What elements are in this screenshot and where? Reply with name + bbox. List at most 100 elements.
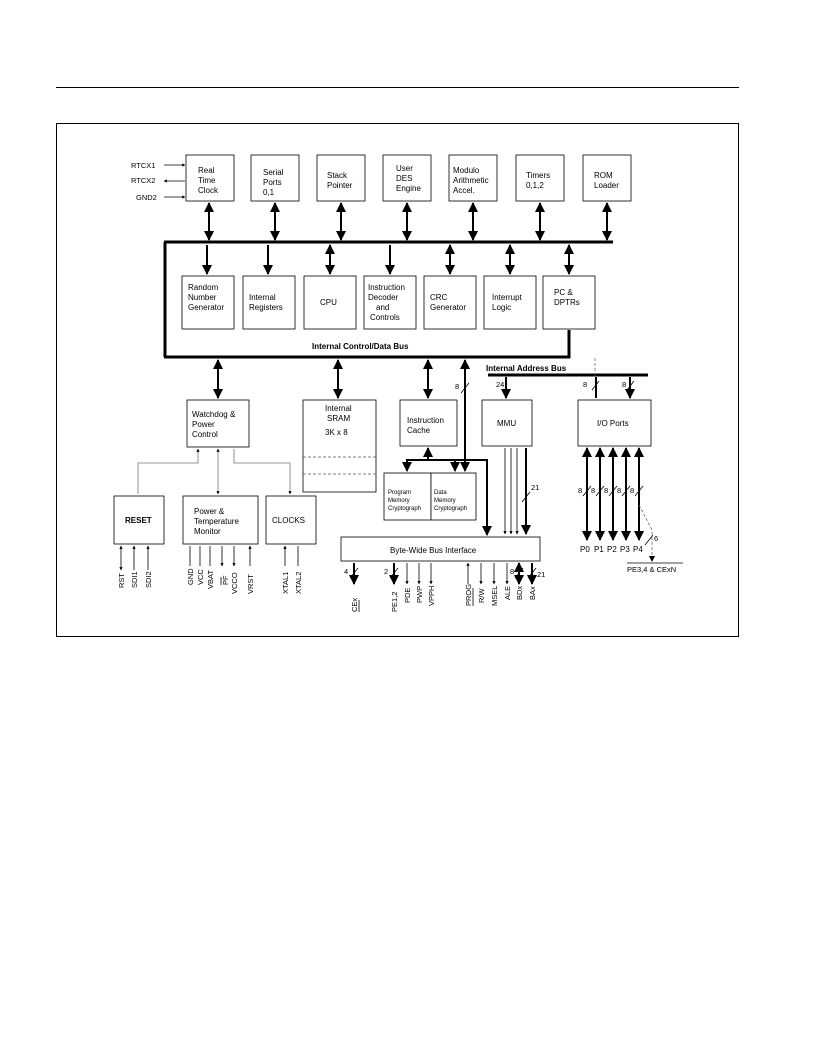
random-number-generator-block: Random Number Generator [181, 275, 235, 330]
svg-text:VBAT: VBAT [206, 570, 215, 589]
svg-text:Internal: Internal [249, 293, 276, 302]
svg-text:Program: Program [388, 490, 411, 496]
svg-text:CRC: CRC [430, 293, 448, 302]
svg-text:Ports: Ports [263, 178, 282, 187]
user-des-engine-block: User DES Engine [382, 154, 432, 202]
stack-pointer-block: Stack Pointer [316, 154, 366, 202]
svg-text:Cache: Cache [407, 426, 431, 435]
svg-text:Instruction: Instruction [407, 416, 444, 425]
svg-text:DES: DES [396, 174, 412, 183]
svg-text:Data: Data [434, 490, 447, 496]
svg-text:6: 6 [654, 534, 658, 543]
io-port-outputs [582, 447, 655, 562]
header-rule [56, 87, 739, 88]
svg-text:PC &: PC & [554, 288, 573, 297]
port-label-p3: P3 [620, 545, 630, 554]
svg-text:Arithmetic: Arithmetic [453, 176, 489, 185]
svg-text:Temperature: Temperature [194, 517, 239, 526]
svg-text:User: User [396, 164, 413, 173]
svg-text:SRAM: SRAM [327, 414, 350, 423]
svg-text:Loader: Loader [594, 181, 619, 190]
port-label-p0: P0 [580, 545, 590, 554]
svg-text:XTAL1: XTAL1 [281, 572, 290, 594]
svg-text:DPTRs: DPTRs [554, 298, 580, 307]
cpu-block: CPU [303, 275, 357, 330]
svg-text:CPU: CPU [320, 298, 337, 307]
svg-text:Watchdog &: Watchdog & [192, 410, 236, 419]
svg-text:Number: Number [188, 293, 217, 302]
svg-text:XTAL2: XTAL2 [294, 572, 303, 594]
svg-text:R/W: R/W [477, 588, 486, 604]
svg-text:Serial: Serial [263, 168, 284, 177]
port-label-p4: P4 [633, 545, 643, 554]
svg-text:Time: Time [198, 176, 216, 185]
svg-text:PE1,2: PE1,2 [390, 592, 399, 612]
svg-text:8: 8 [455, 382, 459, 391]
svg-text:CLOCKS: CLOCKS [272, 516, 305, 525]
svg-text:BAx: BAx [528, 586, 537, 600]
svg-text:ROM: ROM [594, 171, 613, 180]
svg-text:Modulo: Modulo [453, 166, 480, 175]
control-to-bus-interface-path [460, 359, 470, 455]
io-ports-block: I/O Ports [577, 399, 652, 447]
svg-text:Real: Real [198, 166, 215, 175]
svg-text:and: and [376, 303, 389, 312]
svg-text:Power &: Power & [194, 507, 225, 516]
port-extra-label: PE3,4 & CExN [627, 565, 676, 574]
svg-text:Clock: Clock [198, 186, 219, 195]
svg-text:Stack: Stack [327, 171, 348, 180]
internal-registers-block: Internal Registers [242, 275, 296, 330]
svg-text:CEx: CEx [350, 598, 359, 612]
port-label-p1: P1 [594, 545, 604, 554]
svg-text:8: 8 [510, 567, 514, 576]
svg-text:24: 24 [496, 380, 504, 389]
svg-text:0,1,2: 0,1,2 [526, 181, 544, 190]
svg-text:8: 8 [630, 486, 634, 495]
svg-text:Engine: Engine [396, 184, 421, 193]
power-pins: GND VCC VBAT PF VCCO VRST [186, 545, 255, 594]
svg-text:8: 8 [591, 486, 595, 495]
instruction-cache-block: Instruction Cache [399, 399, 458, 447]
crc-generator-block: CRC Generator [423, 275, 477, 330]
svg-text:RTCX2: RTCX2 [131, 176, 155, 185]
svg-text:Interrupt: Interrupt [492, 293, 523, 302]
control-data-bus [163, 240, 613, 359]
mmu-block: MMU [481, 399, 533, 447]
svg-text:0,1: 0,1 [263, 188, 275, 197]
data-memory-cryptograph-block: Data Memory Cryptograph [430, 472, 477, 521]
real-time-clock-block: Real Time Clock [185, 154, 235, 202]
svg-text:8: 8 [583, 380, 587, 389]
svg-text:MMU: MMU [497, 419, 516, 428]
reset-block: RESET [113, 495, 165, 545]
program-memory-cryptograph-block: Program Memory Cryptograph [383, 472, 432, 521]
svg-text:8: 8 [578, 486, 582, 495]
svg-text:RTCX1: RTCX1 [131, 161, 155, 170]
svg-text:VRST: VRST [246, 574, 255, 594]
top-row-connectors [204, 202, 612, 241]
port-label-p2: P2 [607, 545, 617, 554]
svg-text:Accel.: Accel. [453, 186, 475, 195]
svg-text:3K x 8: 3K x 8 [325, 428, 348, 437]
rtc-pins: RTCX1 RTCX2 GND2 [131, 161, 186, 202]
svg-text:PDE: PDE [403, 588, 412, 603]
svg-text:PROG: PROG [464, 584, 473, 606]
svg-text:Cryptograph: Cryptograph [388, 506, 421, 512]
svg-text:Instruction: Instruction [368, 283, 405, 292]
svg-text:8: 8 [604, 486, 608, 495]
clocks-block: CLOCKS [265, 495, 317, 545]
address-bus-label: Internal Address Bus [486, 364, 567, 373]
svg-text:I/O Ports: I/O Ports [597, 419, 629, 428]
interrupt-logic-block: Interrupt Logic [483, 275, 537, 330]
svg-text:Memory: Memory [434, 498, 456, 504]
svg-text:RESET: RESET [125, 516, 152, 525]
svg-text:21: 21 [531, 483, 539, 492]
modulo-arithmetic-block: Modulo Arithmetic Accel. [448, 154, 498, 202]
svg-text:Memory: Memory [388, 498, 410, 504]
svg-text:VCC: VCC [196, 569, 205, 585]
power-temperature-monitor-block: Power & Temperature Monitor [182, 495, 259, 545]
svg-text:Generator: Generator [188, 303, 224, 312]
instruction-decoder-block: Instruction Decoder and Controls [363, 275, 417, 330]
control-data-bus-label: Internal Control/Data Bus [312, 342, 409, 351]
svg-text:Monitor: Monitor [194, 527, 221, 536]
